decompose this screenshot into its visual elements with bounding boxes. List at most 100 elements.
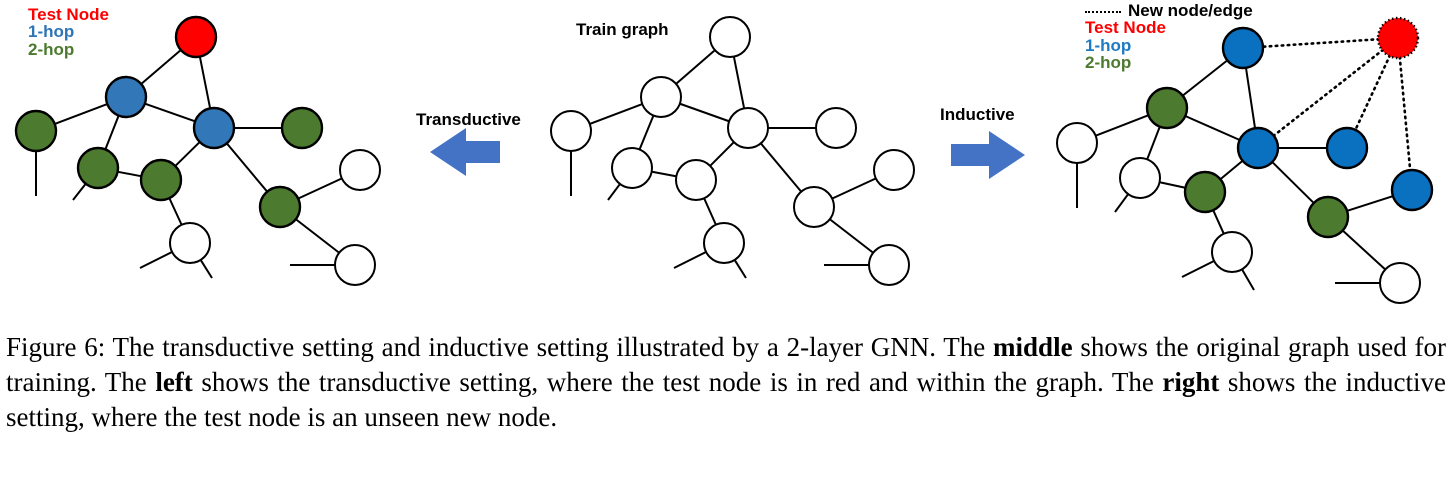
graph-node-white	[1119, 157, 1161, 199]
graph-edge-stub	[72, 182, 88, 201]
graph-edge	[1270, 160, 1316, 205]
graph-edge	[116, 170, 143, 178]
graph-edge	[198, 55, 212, 110]
legend-left: Test Node 1-hop 2-hop	[28, 6, 109, 58]
graph-edge	[1218, 159, 1245, 181]
caption-bold-right: right	[1162, 367, 1220, 398]
graph-edge	[830, 177, 878, 200]
graph-edge	[1158, 181, 1187, 189]
graph-edge	[1345, 194, 1395, 213]
graph-edge	[296, 177, 344, 200]
legend-right-item-test-node: Test Node	[1085, 18, 1166, 38]
legend-right: New node/edge Test Node 1-hop 2-hop	[1085, 2, 1253, 71]
edges-layer	[35, 37, 1412, 291]
arrow-left-icon	[430, 128, 500, 176]
legend-left-item-2-hop: 2-hop	[28, 39, 75, 59]
graph-edge	[674, 48, 717, 86]
caption-part-1: Figure 6: The transductive setting and i…	[6, 332, 994, 362]
graph-node-red	[1376, 16, 1420, 60]
graph-node-green	[258, 185, 302, 229]
graph-edge	[702, 196, 718, 227]
graph-edge	[678, 102, 731, 123]
graph-node-white	[169, 222, 211, 264]
caption-part-2: shows the original graph used for traini…	[6, 332, 1446, 398]
graph-edge	[294, 217, 341, 255]
graph-edge-stub	[199, 258, 213, 279]
graph-edge	[759, 141, 803, 194]
graph-node-white	[550, 110, 592, 152]
graph-node-white	[873, 149, 915, 191]
graph-edge	[732, 55, 746, 110]
legend-right-item-2-hop: 2-hop	[1085, 52, 1132, 72]
caption-part-4: shows the inductive setting, where the t…	[6, 367, 1446, 433]
graph-edge-stub	[1114, 192, 1130, 213]
legend-right-item-new-node-edge: New node/edge	[1085, 2, 1253, 19]
graph-edge-new	[1353, 53, 1392, 133]
graph-node-white	[709, 16, 751, 58]
graph-node-green	[1183, 170, 1227, 214]
graph-edge	[143, 102, 197, 123]
graph-node-green	[14, 109, 58, 153]
graph-node-blue	[1325, 126, 1369, 170]
transductive-label: Transductive	[416, 110, 521, 129]
graph-edge-new	[1271, 48, 1385, 138]
graph-node-red	[174, 15, 218, 59]
graph-node-blue	[1221, 26, 1265, 70]
graph-edge	[168, 196, 183, 227]
nodes-layer	[14, 15, 1434, 304]
arrow-right-icon	[951, 131, 1025, 179]
graph-node-white	[793, 186, 835, 228]
graph-edge	[104, 114, 120, 151]
graph-edge	[650, 170, 678, 178]
caption-bold-left: left	[155, 367, 193, 398]
graph-edge	[173, 140, 202, 168]
dotted-line-icon	[1085, 10, 1121, 13]
graph-node-white	[1211, 231, 1253, 273]
graph-node-blue	[1390, 168, 1434, 212]
graph-node-green	[1306, 195, 1350, 239]
graph-node-green	[76, 146, 120, 190]
graph-edge	[588, 102, 644, 126]
graph-edge	[1341, 229, 1387, 271]
graph-edge	[1244, 66, 1257, 130]
inductive-label: Inductive	[940, 105, 1015, 124]
graph-edge-stub	[139, 250, 174, 269]
graph-node-white	[334, 244, 376, 286]
graph-edge	[1145, 125, 1162, 161]
graph-node-white	[675, 159, 717, 201]
graph-edge	[1211, 208, 1226, 236]
graph-edge	[1181, 58, 1229, 98]
graph-edge	[638, 114, 655, 151]
caption-bold-middle: middle	[993, 332, 1073, 362]
graph-node-white	[868, 244, 910, 286]
graph-edge-stub	[1181, 259, 1216, 278]
transductive-arrow	[430, 128, 500, 176]
graph-edge-new	[1398, 55, 1412, 173]
graph-edge-stub	[1240, 267, 1255, 291]
graph-node-white	[1056, 122, 1098, 164]
graph-edge	[1183, 114, 1242, 142]
graph-edge-new	[1260, 37, 1381, 49]
graph-node-white	[339, 149, 381, 191]
graph-node-white	[703, 222, 745, 264]
graph-edge	[53, 102, 109, 126]
graph-node-white	[1379, 262, 1421, 304]
graph-node-green	[1145, 86, 1189, 130]
graph-edge-stub	[607, 182, 622, 201]
legend-left-item-test-node: Test Node	[28, 5, 109, 24]
graph-node-blue	[104, 75, 148, 119]
graph-node-blue	[1236, 126, 1280, 170]
graph-edge-stub	[733, 258, 747, 279]
legend-left-item-1-hop: 1-hop	[28, 22, 75, 42]
train-graph-title: Train graph	[576, 20, 669, 39]
graph-node-green	[139, 158, 183, 202]
graph-node-white	[727, 107, 769, 149]
graph-diagram	[14, 15, 1434, 304]
legend-right-item-1-hop: 1-hop	[1085, 35, 1132, 55]
graph-node-white	[640, 76, 682, 118]
legend-right-label-new-node-edge: New node/edge	[1128, 1, 1253, 20]
inductive-arrow	[951, 131, 1025, 179]
graph-edge	[139, 48, 183, 86]
graph-edge	[1094, 113, 1150, 138]
